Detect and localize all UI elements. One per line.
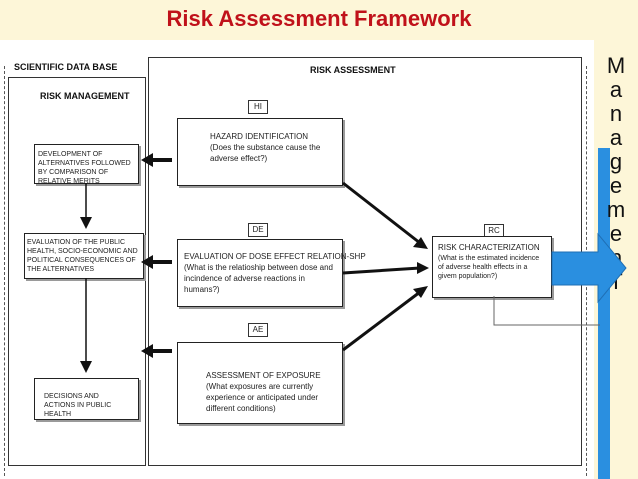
- arrowhead-de-rc: [417, 262, 429, 274]
- hazard-identification-title: HAZARD IDENTIFICATION: [210, 132, 309, 141]
- arrowhead-hi: [141, 153, 153, 167]
- vertical-letter: e: [609, 173, 623, 198]
- exposure-text: (What exposures are currently experience…: [206, 382, 319, 413]
- arrowhead-de: [141, 255, 153, 269]
- arrow-de-to-rc: [342, 266, 421, 275]
- dose-effect-text: (What is the relatioship between dose an…: [184, 263, 333, 294]
- dose-effect-box: [177, 239, 343, 307]
- arrow-ae-to-rc: [342, 290, 421, 352]
- slide-title: Risk Assessment Framework: [166, 6, 472, 31]
- outer-dashed-line: [4, 66, 5, 476]
- vertical-letter: m: [606, 197, 626, 222]
- ae-tag: AE: [248, 323, 268, 337]
- de-tag: DE: [248, 223, 268, 237]
- exposure-title: ASSESSMENT OF EXPOSURE: [206, 371, 321, 380]
- management-box-evaluation: [24, 233, 144, 279]
- risk-characterization-text: (What is the estimated incidence of adve…: [438, 255, 540, 280]
- vertical-letter: a: [609, 77, 623, 102]
- exposure-box: [177, 342, 343, 424]
- vertical-letter: M: [606, 53, 626, 78]
- management-box-label: DEVELOPMENT OF ALTERNATIVES FOLLOWED BY …: [38, 151, 131, 185]
- management-frame: [8, 77, 146, 466]
- arrowhead-ae: [141, 344, 153, 358]
- blue-arrow: [551, 232, 627, 304]
- dose-effect-title: EVALUATION OF DOSE EFFECT RELATION-SHP: [184, 252, 366, 261]
- hazard-identification-text: (Does the substance cause the adverse ef…: [210, 143, 321, 163]
- risk-management-header: RISK MANAGEMENT: [40, 91, 130, 101]
- management-box-decisions: [34, 378, 139, 420]
- arrowhead-hi-rc: [413, 237, 428, 249]
- risk-assessment-header: RISK ASSESSMENT: [310, 65, 396, 75]
- management-bar: [598, 148, 610, 479]
- arrow-hi-to-rc: [342, 181, 421, 245]
- feedback-line: [493, 296, 600, 326]
- risk-characterization-title: RISK CHARACTERIZATION: [438, 243, 540, 252]
- vertical-letter: n: [609, 101, 623, 126]
- management-box-label: EVALUATION OF THE PUBLIC HEALTH, SOCIO-E…: [27, 239, 138, 273]
- management-box-label: DECISIONS AND ACTIONS IN PUBLIC HEALTH: [44, 393, 112, 418]
- hi-tag: HI: [248, 100, 268, 114]
- vertical-letter: g: [609, 149, 623, 174]
- arrowhead-ae-rc: [413, 286, 428, 298]
- vertical-letter: e: [609, 221, 623, 246]
- hazard-identification-box: [177, 118, 343, 186]
- rc-tag: RC: [484, 224, 504, 238]
- risk-characterization-box: [432, 236, 552, 298]
- management-box-alternatives: [34, 144, 139, 184]
- vertical-letter: a: [609, 125, 623, 150]
- scientific-data-base-header: SCIENTIFIC DATA BASE: [14, 62, 118, 70]
